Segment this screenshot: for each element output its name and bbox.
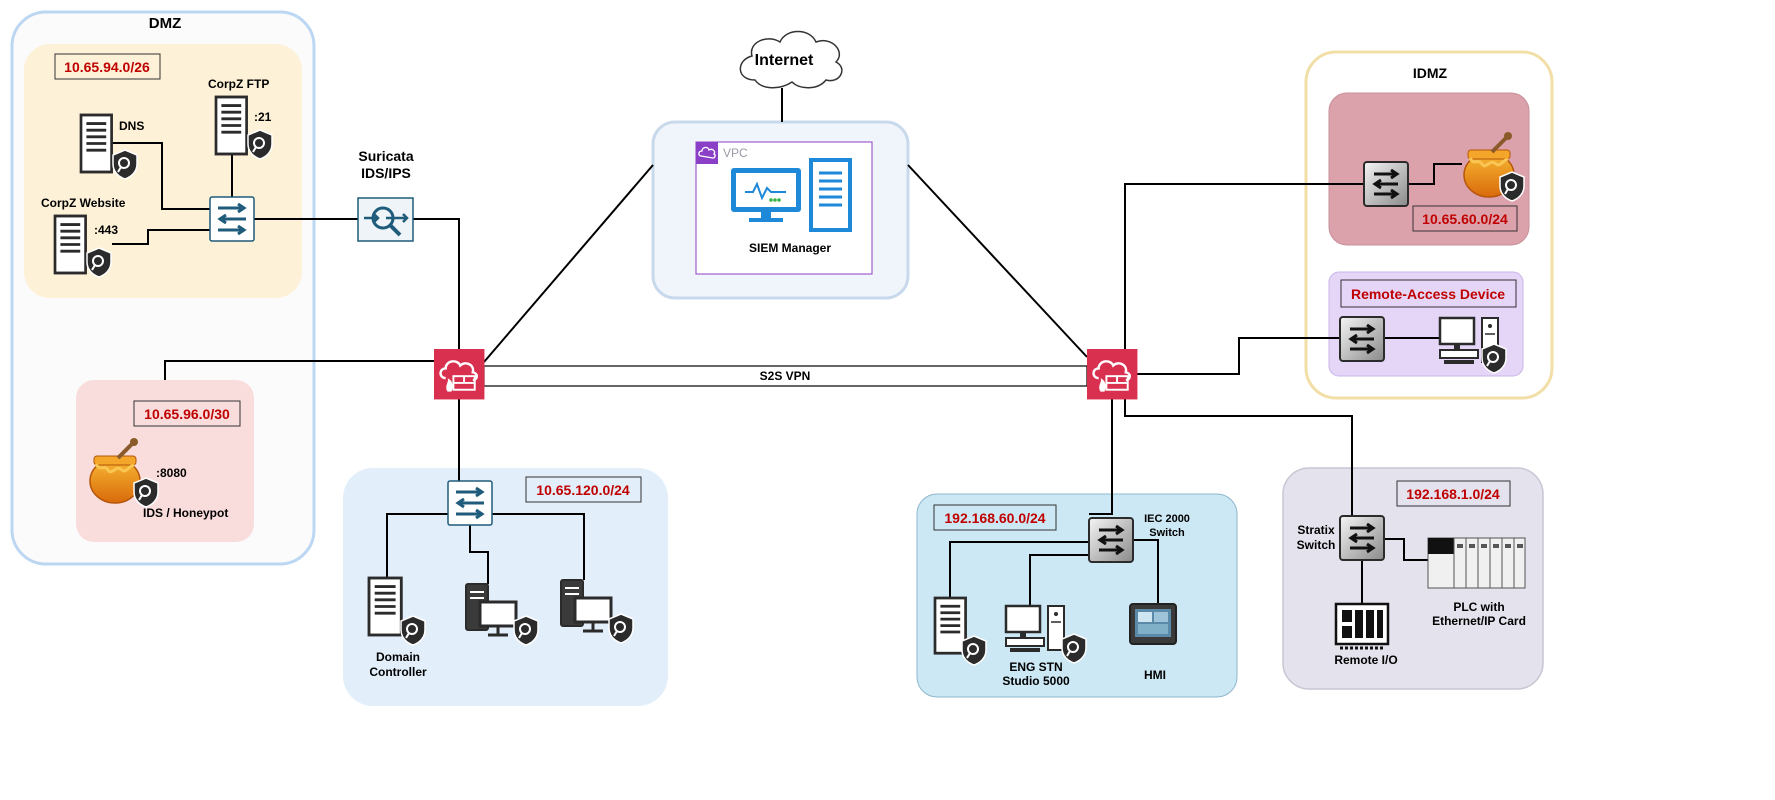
- iec-switch-line1: IEC 2000: [1144, 513, 1190, 525]
- corp-lan-zone: [343, 468, 668, 706]
- idmz-switch-icon: [1362, 160, 1410, 208]
- ot-lan-subnet: 192.168.60.0/24: [944, 510, 1045, 526]
- remote-access-title-box: [1340, 279, 1517, 308]
- honeypot-port: :8080: [156, 466, 187, 480]
- ot-firewall-icon: [1085, 347, 1139, 401]
- siem-label: SIEM Manager: [749, 241, 831, 255]
- domain-controller-line1: Domain: [376, 650, 420, 664]
- iec-switch-line2: Switch: [1149, 527, 1185, 539]
- ids-label-line1: Suricata: [358, 148, 413, 164]
- idmz-title: IDMZ: [1413, 65, 1448, 81]
- vpc-tag: VPC: [723, 146, 748, 160]
- dmz-subnet: 10.65.94.0/26: [64, 59, 150, 75]
- plc-label-line1: PLC with: [1453, 600, 1504, 614]
- remote-access-switch-icon: [1338, 315, 1386, 363]
- siem-monitor-icon: [731, 168, 801, 222]
- corp-lan-subnet: 10.65.120.0/24: [536, 482, 630, 498]
- remote-io-label: Remote I/O: [1334, 653, 1397, 667]
- corp-firewall-icon: [432, 347, 486, 401]
- honeypot-label: IDS / Honeypot: [143, 506, 228, 520]
- ids-label-line2: IDS/IPS: [361, 165, 411, 181]
- corp-switch-icon: [446, 479, 494, 527]
- dmz-title: DMZ: [149, 15, 182, 32]
- honeypot-subnet: 10.65.96.0/30: [144, 406, 230, 422]
- remote-access-label: Remote-Access Device: [1351, 286, 1505, 302]
- eng-station-line1: ENG STN: [1009, 660, 1062, 674]
- idmz-subnet: 10.65.60.0/24: [1422, 211, 1508, 227]
- vpc-icon: [696, 142, 718, 164]
- stratix-switch-line2: Switch: [1297, 538, 1336, 552]
- ot-lan-subnet-box: [933, 504, 1057, 531]
- remote-io-icon: [1334, 602, 1390, 650]
- eng-station-line2: Studio 5000: [1002, 674, 1070, 688]
- cloud-icon: [739, 30, 843, 89]
- plc-label-line2: Ethernet/IP Card: [1432, 614, 1526, 628]
- ftp-label: CorpZ FTP: [208, 77, 269, 91]
- cell-subnet-box: [1396, 480, 1511, 507]
- dmz-switch-icon: [208, 195, 256, 243]
- dmz-subnet-box: [54, 53, 161, 80]
- hmi-label: HMI: [1144, 668, 1166, 682]
- iec-switch-icon: [1087, 516, 1135, 564]
- idmz-subnet-box: [1412, 205, 1518, 232]
- domain-controller-line2: Controller: [369, 665, 427, 679]
- plc-icon: [1427, 537, 1526, 589]
- honeypot-subnet-box: [133, 400, 241, 427]
- cell-subnet: 192.168.1.0/24: [1406, 486, 1500, 502]
- links: [111, 88, 1462, 606]
- stratix-switch-line1: Stratix: [1297, 523, 1335, 537]
- hmi-icon: [1129, 603, 1177, 645]
- website-port: :443: [94, 223, 118, 237]
- website-label: CorpZ Website: [41, 196, 126, 210]
- internet-label: Internet: [755, 52, 814, 69]
- siem-server-icon: [809, 158, 852, 232]
- dns-label: DNS: [119, 119, 144, 133]
- ftp-port: :21: [254, 110, 272, 124]
- stratix-switch-icon: [1338, 514, 1386, 562]
- corp-lan-subnet-box: [525, 476, 642, 503]
- vpn-label: S2S VPN: [760, 369, 811, 383]
- ids-sensor-icon: [357, 197, 414, 242]
